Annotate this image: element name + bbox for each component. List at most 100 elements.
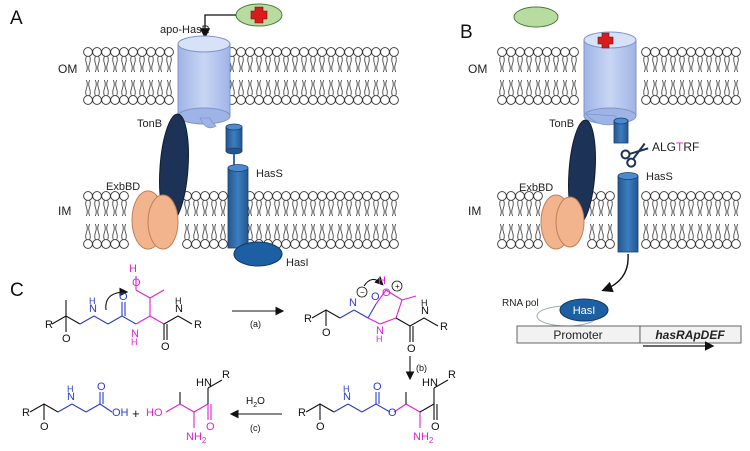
product-acid — [29, 392, 113, 420]
lipid-head — [263, 79, 273, 105]
lipid-head — [92, 79, 102, 105]
lipid-head — [119, 47, 129, 73]
lipid-head — [92, 47, 102, 73]
lipid-head — [497, 223, 507, 249]
lipid-head — [551, 47, 561, 73]
lipid-head — [110, 191, 120, 217]
lipid-head — [155, 79, 165, 105]
lipid-head — [713, 47, 723, 73]
atom-n-5: N — [376, 325, 384, 337]
atom-h-9: H — [67, 384, 74, 394]
hass-label-a: HasS — [256, 168, 283, 180]
lipid-head — [686, 47, 696, 73]
atom-o-1: O — [62, 333, 71, 345]
atom-r-1: R — [45, 319, 53, 331]
lipid-head — [695, 223, 705, 249]
lipid-head — [83, 79, 93, 105]
lipid-head — [524, 223, 534, 249]
lipid-head — [353, 47, 363, 73]
lipid-head — [587, 223, 597, 249]
charge-minus-1: − — [360, 288, 365, 297]
lipid-head — [101, 47, 111, 73]
lipid-head — [695, 191, 705, 217]
lipid-head — [326, 191, 336, 217]
nh2-2-main: NH — [186, 431, 202, 443]
lipid-head — [677, 79, 687, 105]
heme-a — [235, 3, 283, 27]
lipid-head — [83, 47, 93, 73]
lipid-head — [335, 47, 345, 73]
lipid-head — [371, 47, 381, 73]
lipid-head — [317, 79, 327, 105]
lipid-head — [335, 79, 345, 105]
lipid-head — [731, 191, 741, 217]
atom-n-7: N — [343, 391, 351, 403]
lipid-head — [317, 47, 327, 73]
lipid-head — [389, 79, 399, 105]
atom-o-8: O — [407, 343, 416, 355]
lipid-head — [650, 223, 660, 249]
lipid-head — [362, 79, 372, 105]
om-label-a: OM — [58, 62, 77, 76]
lipid-head — [686, 79, 696, 105]
lipid-head — [344, 79, 354, 105]
lipid-head — [641, 223, 651, 249]
lipid-head — [128, 47, 138, 73]
hn-1: HN — [422, 377, 438, 389]
outer-membrane-a — [83, 47, 399, 105]
apo-hasr-label: apo-HasR — [160, 24, 210, 36]
lipid-head — [191, 191, 201, 217]
lipid-head — [281, 191, 291, 217]
heme-binding-arrow — [199, 14, 236, 39]
atom-o-3: O — [132, 277, 141, 289]
lipid-head — [128, 79, 138, 105]
lipid-head — [290, 79, 300, 105]
lipid-head — [362, 223, 372, 249]
lipid-head — [722, 223, 732, 249]
atom-o-6: O — [371, 291, 380, 303]
lipid-head — [542, 47, 552, 73]
lipid-head — [335, 223, 345, 249]
signal-arrow — [601, 253, 629, 293]
atom-o-14: O — [97, 381, 106, 393]
lipid-head — [515, 79, 525, 105]
lipid-head — [704, 223, 714, 249]
lipid-head — [119, 191, 129, 217]
lipid-head — [371, 223, 381, 249]
lipid-head — [506, 191, 516, 217]
peptide-start — [51, 276, 193, 340]
lipid-head — [245, 79, 255, 105]
lipid-head — [182, 223, 192, 249]
atom-ho-1: HO — [146, 407, 163, 419]
lipid-head — [155, 47, 165, 73]
hass-label-b: HasS — [646, 171, 673, 183]
plus-sign: + — [132, 406, 140, 421]
lipid-head — [704, 79, 714, 105]
panel-label-a: A — [10, 8, 23, 29]
lipid-head — [677, 223, 687, 249]
atom-h-2: H — [131, 337, 138, 347]
lipid-head — [209, 191, 219, 217]
hasi-label-a: HasI — [286, 257, 309, 269]
lipid-head — [380, 191, 390, 217]
lipid-head — [110, 47, 120, 73]
hn-2: HN — [196, 377, 212, 389]
lipid-head — [677, 191, 687, 217]
hass-a — [225, 123, 249, 249]
lipid-head — [272, 47, 282, 73]
panel-b: OM IM TonB ExbBD HasS — [468, 6, 742, 351]
lipid-head — [326, 47, 336, 73]
lipid-head — [677, 47, 687, 73]
water-sub: 2 — [253, 402, 257, 409]
lipid-head — [146, 79, 156, 105]
lipid-head — [164, 47, 174, 73]
lipid-head — [191, 223, 201, 249]
atom-o-7: O — [382, 287, 391, 299]
lipid-head — [380, 47, 390, 73]
cleavage-site: ALGTRF — [652, 140, 699, 154]
lipid-head — [137, 79, 147, 105]
lipid-head — [146, 47, 156, 73]
lipid-head — [101, 223, 111, 249]
atom-h-1: H — [89, 296, 96, 306]
lipid-head — [308, 47, 318, 73]
